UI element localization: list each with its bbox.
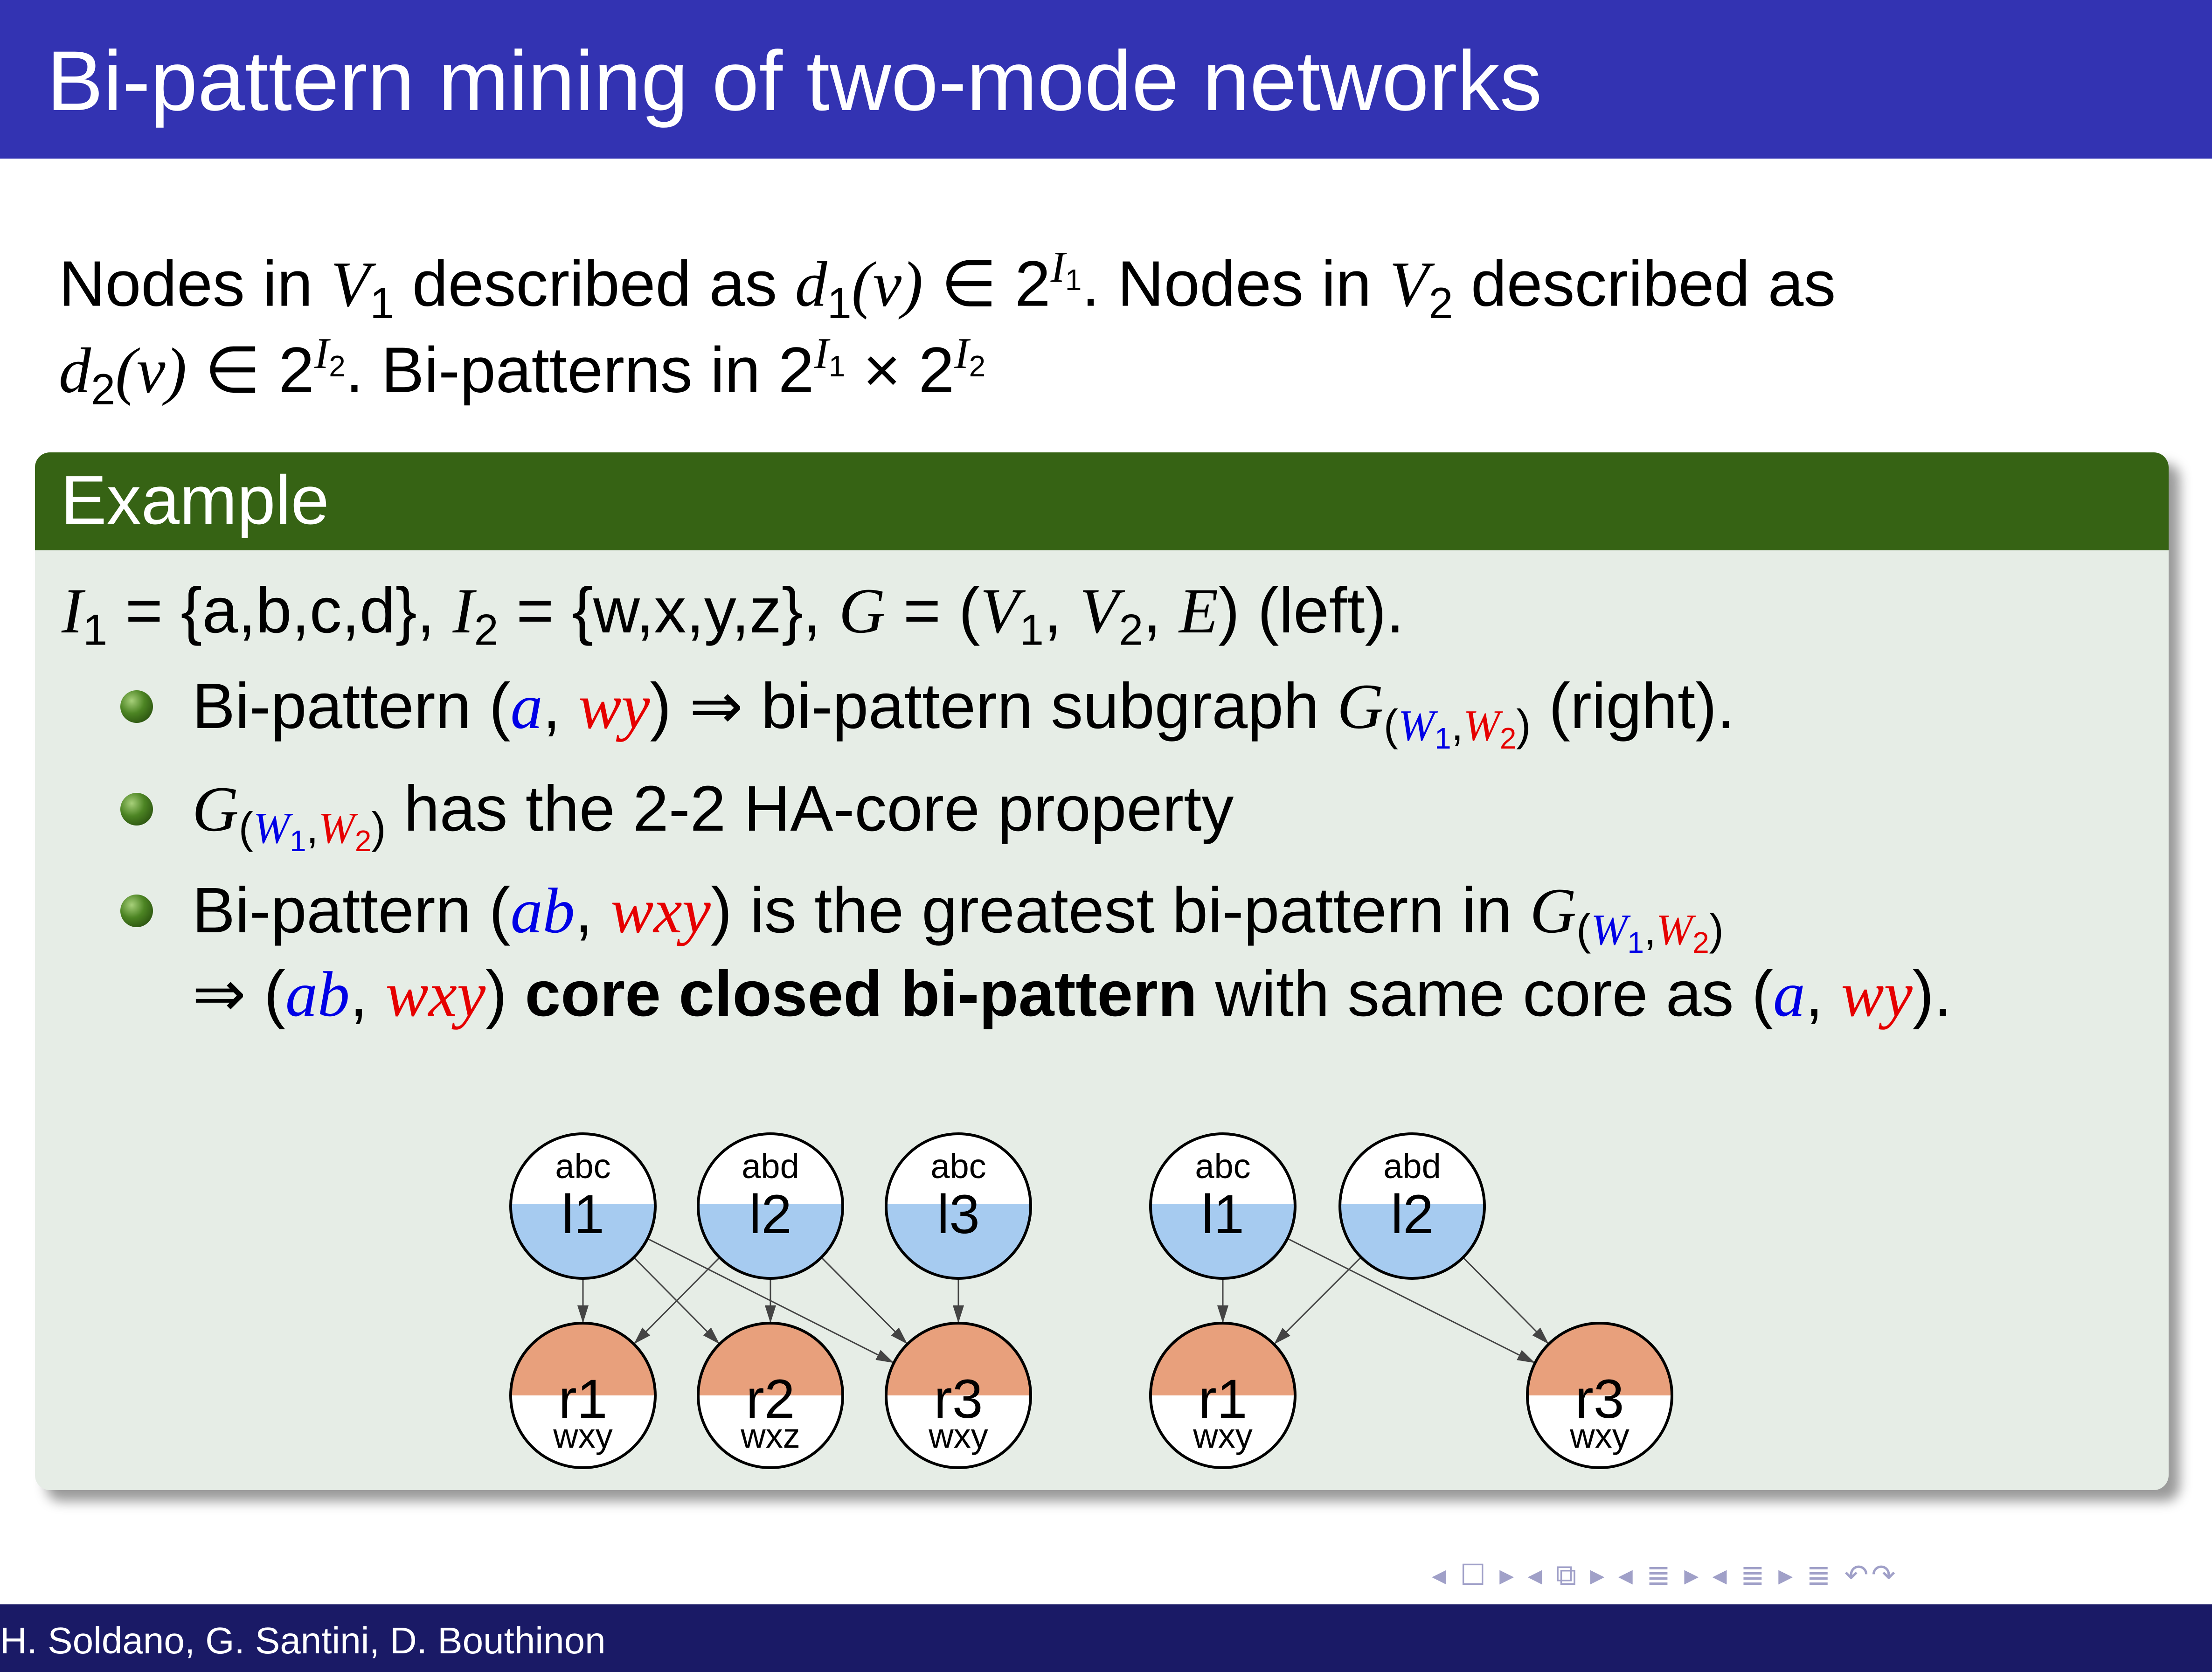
right-edge-l2-r3 (1462, 1257, 1549, 1344)
left-node-attrs-r1: wxy (553, 1416, 612, 1455)
slide-title: Bi-pattern mining of two-mode networks (47, 33, 1542, 128)
left-node-attrs-l3: abc (930, 1147, 986, 1186)
right-edge-l2-r1 (1274, 1256, 1362, 1345)
right-node-label-r3: r3 (1575, 1368, 1624, 1430)
bullet-ball-icon (120, 793, 153, 826)
left-node-label-r2: r2 (746, 1368, 795, 1430)
right-node-label-l2: l2 (1391, 1184, 1434, 1245)
left-node-attrs-r3: wxy (928, 1416, 988, 1455)
left-node-label-l3: l3 (937, 1184, 980, 1245)
left-node-label-r3: r3 (934, 1368, 983, 1430)
core-closed-bi-pattern-term: core closed bi-pattern (525, 958, 1198, 1030)
intro-line-1: Nodes in V1 described as d1(v) ∈ 2I1. No… (59, 243, 1836, 327)
footer-bar: H. Soldano, G. Santini, D. Bouthinon (0, 1604, 2212, 1672)
nav-frame-icon[interactable]: ◂ ☐ ▸ ◂ ⧉ ▸ ◂ ≣ ▸ ◂ ≣ ▸ ≣ ↶↷ (1432, 1559, 1899, 1591)
right-edge-l1-r3 (1287, 1238, 1535, 1363)
right-node-attrs-r1: wxy (1193, 1416, 1252, 1455)
intro-line-2: d2(v) ∈ 2I2. Bi-patterns in 2I1 × 2I2 (59, 329, 986, 414)
left-node-attrs-r2: wxz (740, 1416, 800, 1455)
left-node-attrs-l2: abd (742, 1147, 799, 1186)
bullet-item-2: G(W1,W2) has the 2-2 HA-core property (192, 773, 1234, 858)
bullet-ball-icon (120, 690, 153, 723)
example-block: Example (35, 452, 2169, 1490)
left-node-attrs-l1: abc (555, 1147, 610, 1186)
right-node-attrs-l1: abc (1195, 1147, 1250, 1186)
beamer-navigation-bar: ◂ ☐ ▸ ◂ ⧉ ▸ ◂ ≣ ▸ ◂ ≣ ▸ ≣ ↶↷ (1432, 1558, 1899, 1592)
left-node-label-l2: l2 (749, 1184, 792, 1245)
left-edge-l2-r1 (634, 1257, 721, 1344)
example-definition-line: I1 = {a,b,c,d}, I2 = {w,x,y,z}, G = (V1,… (62, 575, 1404, 654)
right-node-label-r1: r1 (1199, 1368, 1248, 1430)
bullet-item-1: Bi-pattern (a, wy) ⇒ bi-pattern subgraph… (192, 670, 1735, 756)
bullet-item-3: Bi-pattern (ab, wxy) is the greatest bi-… (192, 874, 1724, 960)
example-block-header: Example (35, 452, 2169, 550)
bullet-item-3-continuation: ⇒ (ab, wxy) core closed bi-pattern with … (192, 958, 1952, 1030)
right-node-label-l1: l1 (1201, 1184, 1244, 1245)
right-node-attrs-r3: wxy (1569, 1416, 1629, 1455)
example-block-title: Example (61, 462, 329, 539)
bullet-ball-icon (120, 895, 153, 927)
left-node-label-l1: l1 (562, 1184, 604, 1245)
left-node-label-r1: r1 (559, 1368, 608, 1430)
footer-authors: H. Soldano, G. Santini, D. Bouthinon (0, 1620, 606, 1661)
left-edge-l2-r3 (821, 1256, 908, 1344)
right-node-attrs-l2: abd (1383, 1147, 1441, 1186)
frame-title-bar: Bi-pattern mining of two-mode networks (0, 0, 2212, 159)
